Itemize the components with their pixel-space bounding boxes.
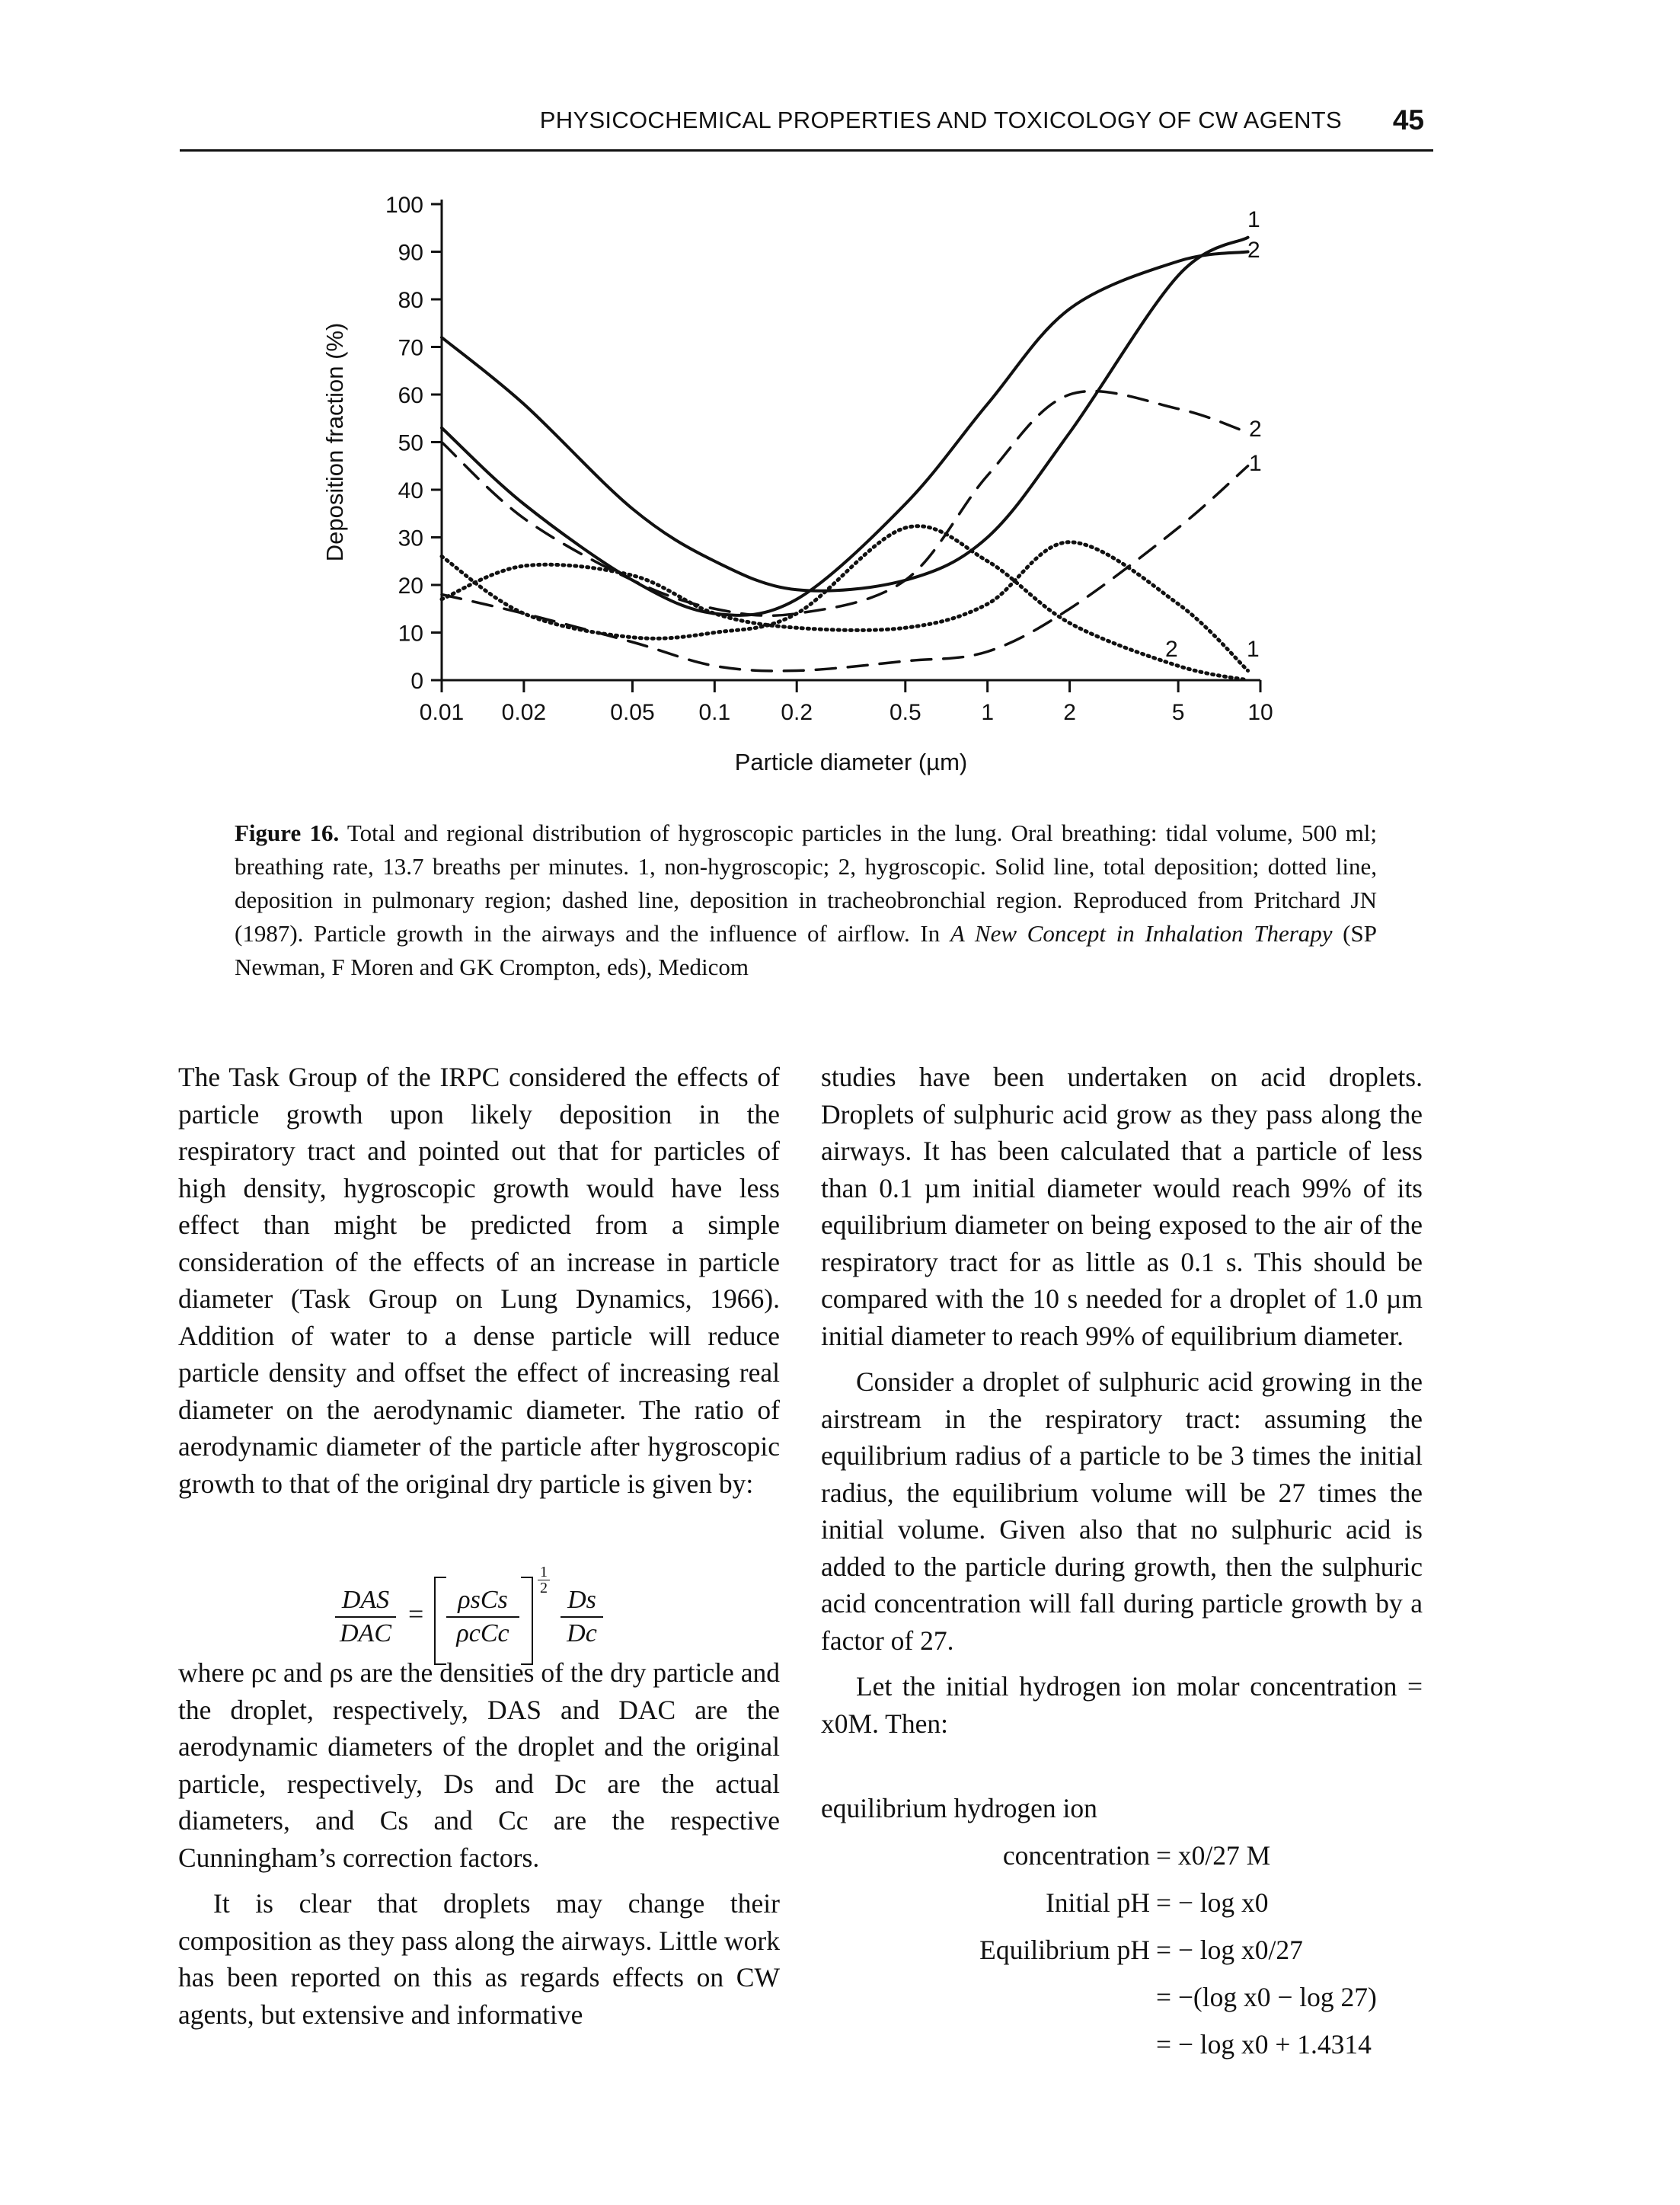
header-rule (180, 149, 1433, 152)
eq-exp-den: 2 (540, 1580, 548, 1596)
y-tick-label: 60 (398, 383, 423, 408)
x-tick-label: 0.01 (420, 700, 464, 725)
calc-row-lhs: Equilibrium pH (979, 1935, 1150, 1965)
right-paragraph-2: Consider a droplet of sulphuric acid gro… (821, 1366, 1423, 1656)
eq-rhs-num: Ds (561, 1586, 603, 1618)
eq-left-bracket (434, 1577, 446, 1665)
y-tick-label: 90 (398, 241, 423, 266)
y-tick-label: 50 (398, 431, 423, 456)
eq-rhs-fraction: Ds Dc (561, 1586, 603, 1648)
x-tick-label: 0.5 (890, 700, 921, 725)
x-tick-label: 0.1 (698, 700, 730, 725)
x-tick-label: 5 (1172, 700, 1185, 725)
right-paragraph-3: Let the initial hydrogen ion molar conce… (821, 1671, 1423, 1739)
caption-text-1: Total and regional distribution of hygro… (235, 820, 1377, 947)
x-axis-title: Particle diameter (µm) (735, 749, 968, 775)
curve-label: 1 (1247, 207, 1260, 232)
series-line-5-dotted (439, 540, 1250, 673)
y-tick-label: 30 (398, 526, 423, 551)
y-axis-title: Deposition fraction (%) (321, 323, 348, 562)
x-tick-label: 10 (1247, 700, 1273, 725)
eq-right-bracket (521, 1577, 533, 1665)
y-tick-label: 100 (385, 193, 423, 218)
calc-row-lhs: concentration (1002, 1840, 1150, 1871)
y-tick-label: 40 (398, 478, 423, 503)
aerodynamic-diameter-equation: DAS DAC = ρsCs ρcCc 1 2 Ds Dc (335, 1564, 655, 1668)
calc-intro: equilibrium hydrogen ion (821, 1793, 1097, 1823)
calc-row-rhs: = −(log x0 − log 27) (1156, 1982, 1377, 2012)
caption-text-2: (SP Newman, F Moren and GK Crompton, eds… (235, 920, 1377, 980)
x-tick-label: 2 (1063, 700, 1076, 725)
calc-row-rhs: = − log x0/27 (1156, 1935, 1303, 1965)
series-line-2-solid (440, 250, 1250, 617)
left-paragraph-1: The Task Group of the IRPC considered th… (178, 1062, 780, 1499)
right-paragraph-1: studies have been undertaken on acid dro… (821, 1062, 1423, 1351)
calc-row-lhs: Initial pH (1045, 1887, 1150, 1918)
calc-row-rhs: = x0/27 M (1156, 1840, 1271, 1871)
y-tick-label: 70 (398, 336, 423, 361)
eq-exp-num: 1 (538, 1564, 550, 1580)
x-tick-label: 0.02 (502, 700, 546, 725)
eq-mid-fraction: ρsCs ρcCc (446, 1586, 519, 1648)
y-tick-label: 20 (398, 574, 423, 599)
eq-mid-den: ρcCc (456, 1619, 509, 1647)
eq-lhs-fraction: DAS DAC (335, 1586, 396, 1648)
deposition-chart: 0 10 20 30 40 50 60 70 80 90 100 0.01 0.02 0.05 0.1 0.2… (321, 193, 1273, 775)
eq-rhs-den: Dc (567, 1619, 597, 1647)
left-paragraph-3: It is clear that droplets may change the… (178, 1888, 780, 2030)
curve-label: 2 (1249, 417, 1262, 442)
x-tick-label: 1 (981, 700, 994, 725)
eq-lhs-den: DAC (340, 1619, 391, 1647)
curve-label: 2 (1247, 238, 1260, 263)
curve-label: 1 (1249, 451, 1262, 476)
eq-exponent: 1 2 (538, 1564, 550, 1596)
calc-row-rhs: = − log x0 + 1.4314 (1156, 2029, 1372, 2060)
x-tick-label: 0.05 (610, 700, 654, 725)
series-line-3-dashed (440, 389, 1250, 617)
left-paragraph-2: where ρc and ρs are the densities of the… (178, 1657, 780, 1873)
series-line-6-dotted (439, 524, 1250, 682)
caption-book-title: A New Concept in Inhalation Therapy (950, 920, 1333, 947)
y-tick-label: 10 (398, 622, 423, 647)
y-tick-label: 0 (410, 669, 423, 694)
running-title: PHYSICOCHEMICAL PROPERTIES AND TOXICOLOG… (539, 107, 1342, 133)
caption-label: Figure 16. (235, 820, 340, 846)
eq-lhs-num: DAS (335, 1586, 396, 1618)
calc-row-rhs: = − log x0 (1156, 1887, 1269, 1918)
y-tick-label: 80 (398, 288, 423, 313)
series-line-1-solid (440, 235, 1250, 593)
left-column: The Task Group of the IRPC considered th… (178, 1059, 780, 2033)
curve-label: 1 (1247, 637, 1260, 662)
eq-equals: = (408, 1599, 424, 1629)
x-tick-label: 0.2 (781, 700, 813, 725)
eq-mid-num: ρsCs (446, 1586, 519, 1618)
curve-label: 2 (1165, 637, 1178, 662)
figure-caption: Figure 16. Total and regional distributi… (235, 816, 1377, 984)
page-number: 45 (1392, 104, 1424, 136)
figure-16: 0 10 20 30 40 50 60 70 80 90 100 0.01 0.02 0.05 0.1 0.2… (305, 175, 1325, 785)
running-head: PHYSICOCHEMICAL PROPERTIES AND TOXICOLOG… (180, 104, 1433, 143)
right-column: studies have been undertaken on acid dro… (821, 1059, 1423, 1742)
